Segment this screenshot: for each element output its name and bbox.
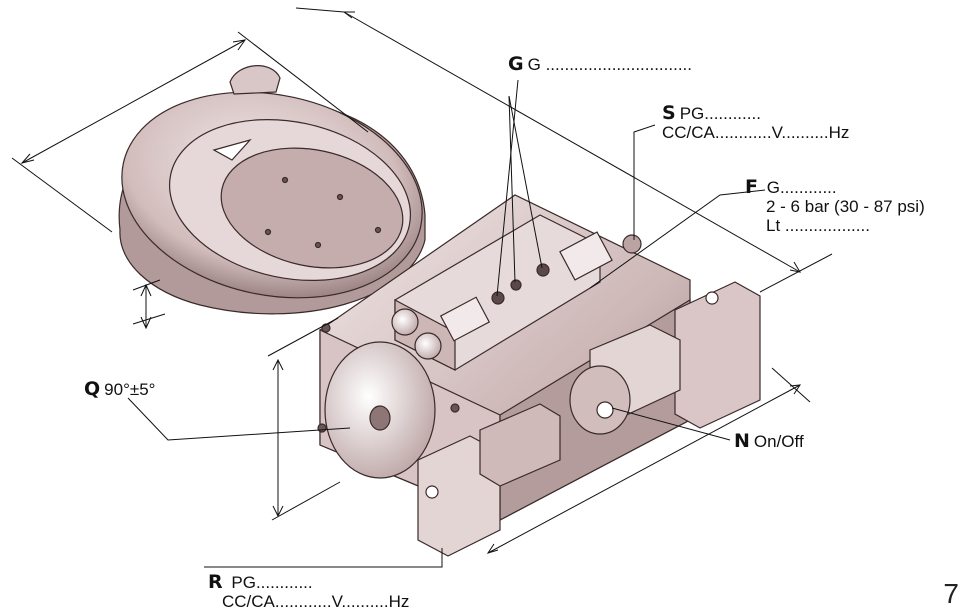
label-n-key: N <box>734 430 750 452</box>
label-f: F G............ 2 - 6 bar (30 - 87 psi) … <box>745 176 925 236</box>
label-g-key: G <box>508 53 524 75</box>
label-q-key: Q <box>84 378 101 400</box>
page-number: 7 <box>943 578 959 609</box>
label-s-line2: CC/CA <box>662 123 715 142</box>
label-f-dots1: ............ <box>779 178 837 197</box>
label-s-line1: PG <box>679 104 705 123</box>
label-f-line3: Lt <box>766 216 781 235</box>
label-s-dots1: ............ <box>704 104 761 123</box>
label-r: R PG............ CC/CA............V.....… <box>208 571 410 612</box>
label-s-v: V <box>771 123 782 142</box>
leader-lines <box>127 79 766 568</box>
label-f-dots3: .................. <box>784 216 870 235</box>
label-f-line2: 2 - 6 bar (30 - 87 psi) <box>766 197 925 216</box>
label-s-hz: Hz <box>828 123 850 142</box>
label-f-line1: G <box>766 178 780 197</box>
label-r-dots2: ............ <box>274 592 332 611</box>
label-n-text: On/Off <box>753 432 804 451</box>
label-q-text: 90°±5° <box>104 380 156 399</box>
label-f-key: F <box>745 176 758 198</box>
limit-switch-boxes <box>417 281 761 557</box>
label-r-hz: Hz <box>388 592 410 611</box>
dimension-lines <box>11 7 833 554</box>
label-r-dots3: .......... <box>341 592 389 611</box>
label-r-v: V <box>331 592 342 611</box>
label-r-line1: PG <box>231 573 256 592</box>
label-s-key: S <box>662 102 676 124</box>
label-s-dots2: ............ <box>714 123 772 142</box>
label-s-dots3: .......... <box>781 123 829 142</box>
valve-disk <box>118 65 426 315</box>
label-g-text: G <box>527 55 541 74</box>
label-r-dots1: ............ <box>255 573 313 592</box>
label-g-dots: ............................... <box>545 55 692 74</box>
label-r-key: R <box>208 571 223 593</box>
label-r-line2: CC/CA <box>222 592 275 611</box>
